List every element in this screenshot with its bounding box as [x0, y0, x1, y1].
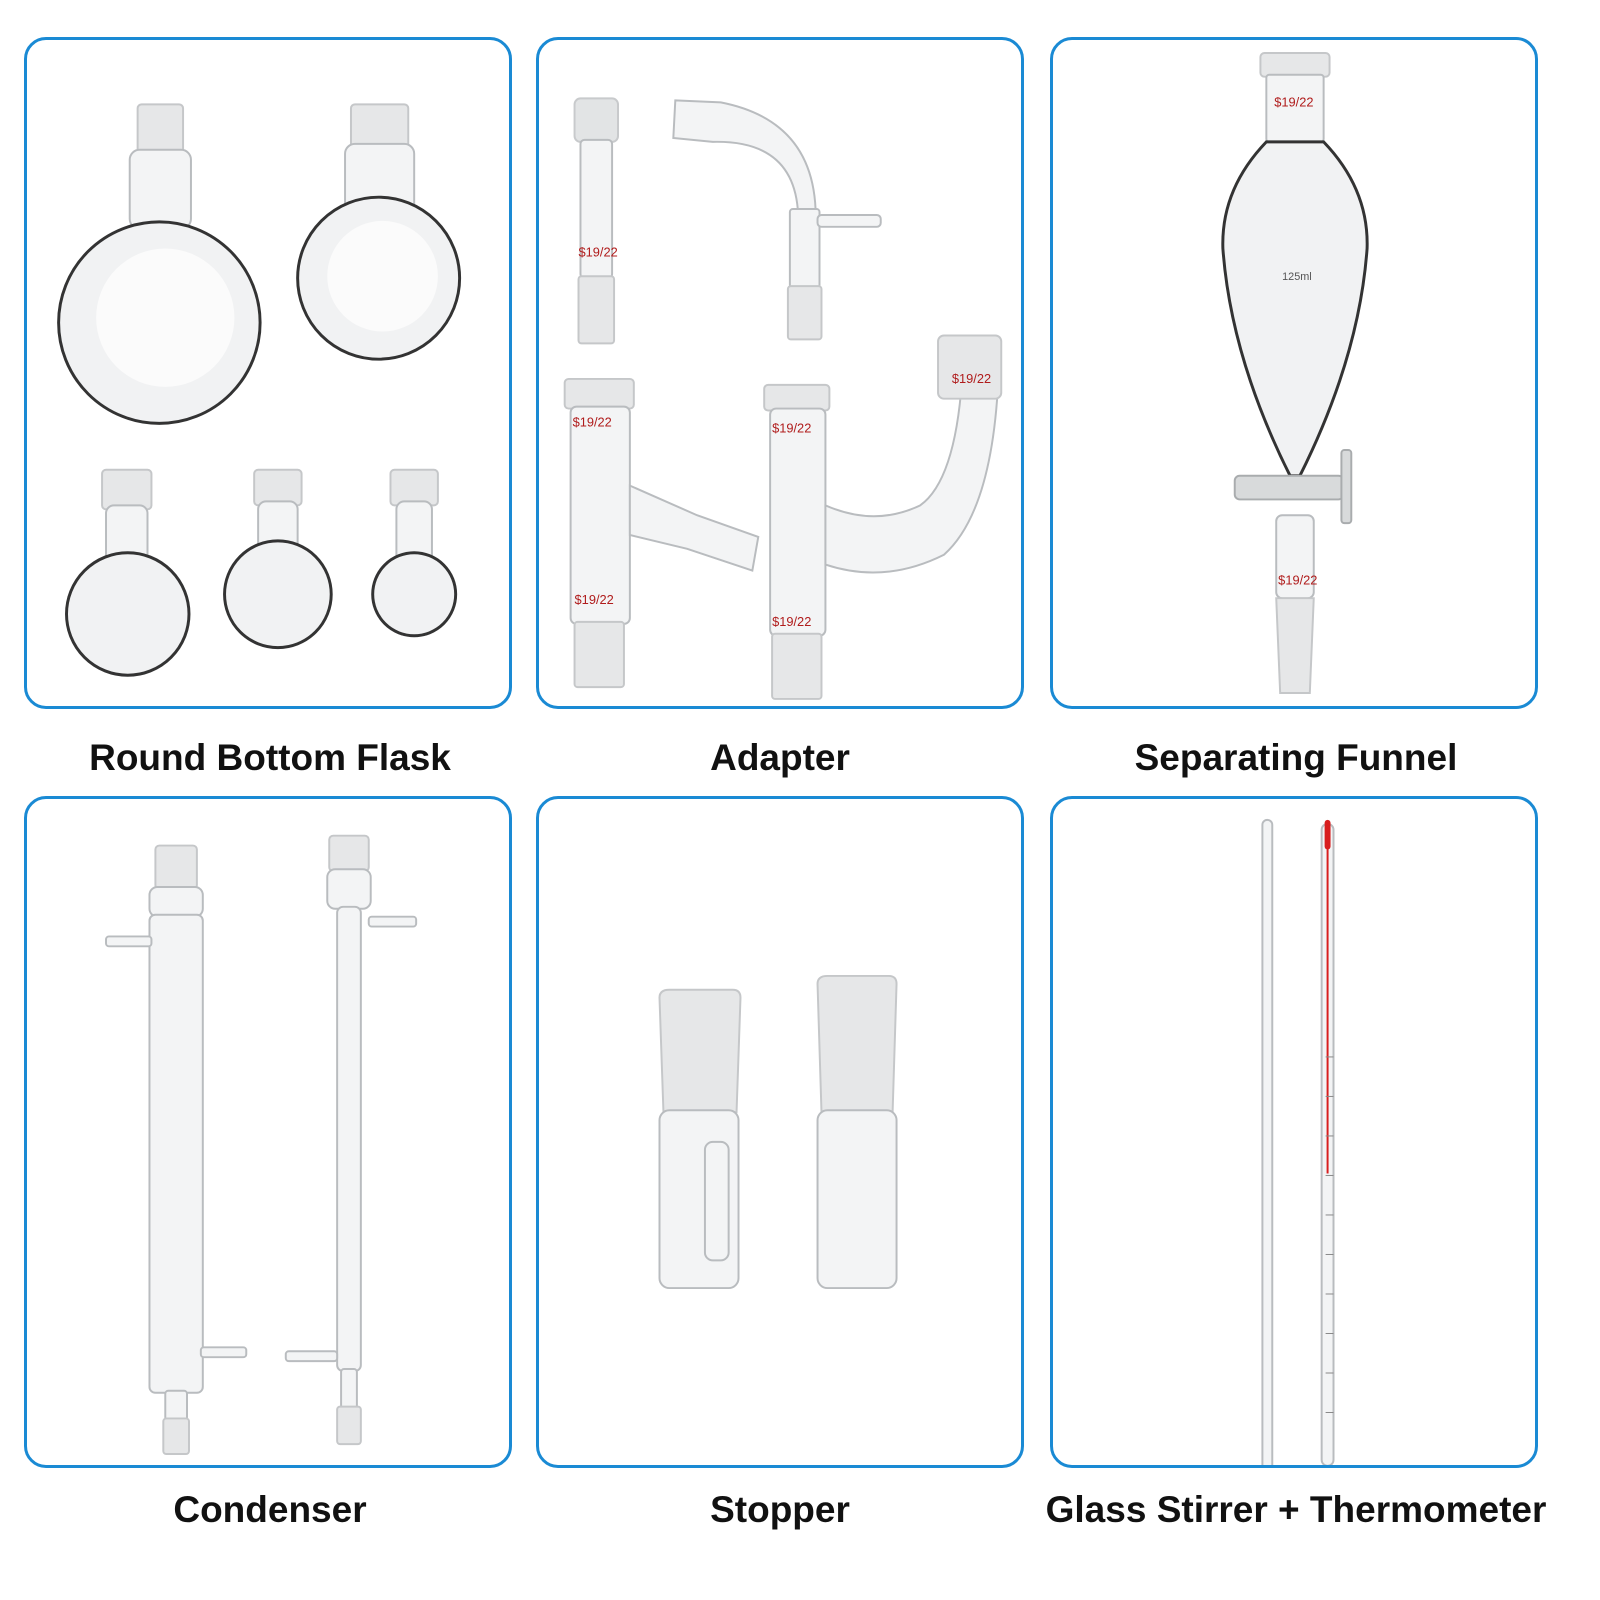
adapter-image: $19/22 $19/22 $19/22 $19/22 $19/22 $19/2… [563, 97, 1003, 700]
caption-stopper: Stopper [710, 1489, 850, 1530]
caption-condenser: Condenser [173, 1489, 367, 1530]
joint-mark: $19/22 [952, 371, 991, 386]
panel-glass-stirrer-thermometer [1050, 796, 1538, 1468]
joint-mark: $19/22 [772, 420, 811, 435]
joint-mark: $19/22 [1278, 572, 1317, 587]
panel-stopper [536, 796, 1024, 1468]
panel-separating-funnel: $19/22 125ml $19/22 [1050, 37, 1538, 709]
joint-mark: $19/22 [579, 244, 618, 259]
round-bottom-flask-image [57, 103, 462, 677]
joint-mark: $19/22 [772, 614, 811, 629]
thermometer-red-column [1324, 819, 1331, 850]
panel-condenser [24, 796, 512, 1468]
joint-mark: $19/22 [573, 414, 612, 429]
glass-stirrer-rod [1261, 818, 1274, 1465]
caption-separating-funnel: Separating Funnel [1134, 737, 1458, 778]
caption-glass-stirrer-thermometer: Glass Stirrer + Thermometer [1045, 1489, 1547, 1530]
volume-mark: 125ml [1282, 271, 1312, 283]
stirrer-thermometer-image [1261, 818, 1335, 1465]
joint-mark: $19/22 [1274, 94, 1313, 109]
stopper-image [658, 974, 898, 1290]
panel-adapter: $19/22 $19/22 $19/22 $19/22 $19/22 $19/2… [536, 37, 1024, 709]
condenser-image [105, 834, 418, 1455]
joint-mark: $19/22 [575, 592, 614, 607]
separating-funnel-image: $19/22 125ml $19/22 [1221, 51, 1369, 695]
caption-round-bottom-flask: Round Bottom Flask [89, 737, 451, 778]
caption-adapter: Adapter [710, 737, 850, 778]
panel-round-bottom-flask [24, 37, 512, 709]
